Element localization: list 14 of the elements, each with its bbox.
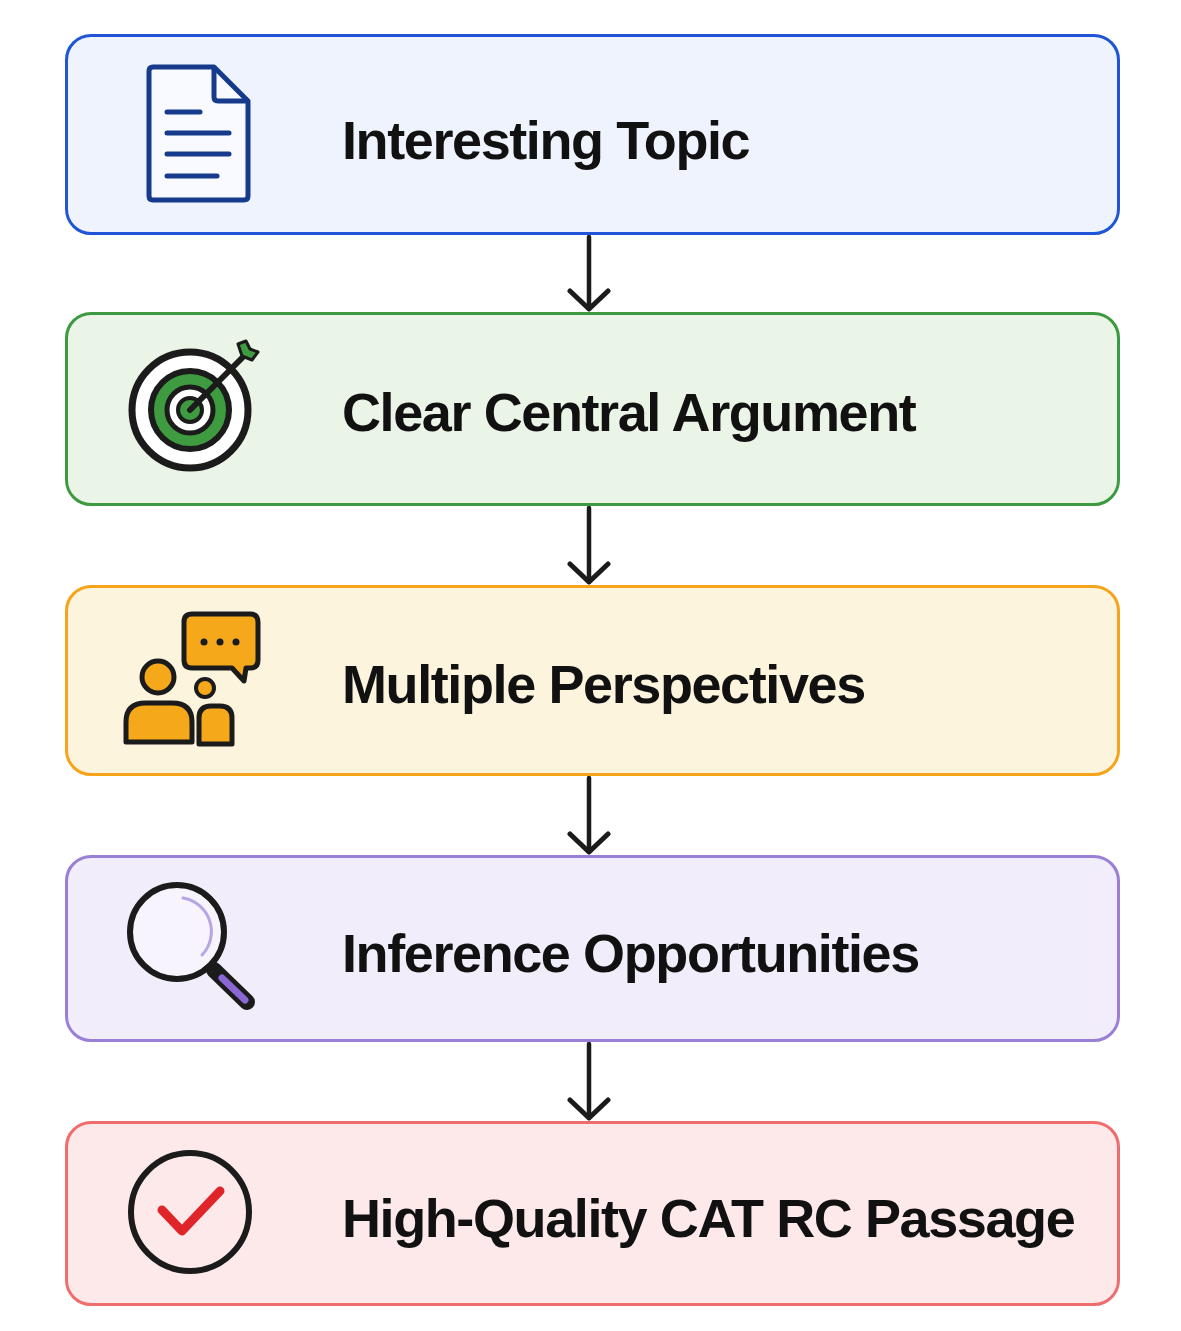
- process-box: [65, 312, 1120, 506]
- step-label: Clear Central Argument: [342, 380, 916, 444]
- process-box: [65, 1121, 1120, 1306]
- process-box: [65, 585, 1120, 776]
- arrow: [567, 505, 611, 585]
- step-label: Inference Opportunities: [342, 921, 919, 985]
- arrow: [567, 1041, 611, 1121]
- arrow: [567, 775, 611, 855]
- arrow: [567, 234, 611, 312]
- step-label: Interesting Topic: [342, 108, 750, 172]
- process-box: [65, 34, 1120, 235]
- step-label: Multiple Perspectives: [342, 652, 865, 716]
- process-box: [65, 855, 1120, 1042]
- step-label: High-Quality CAT RC Passage: [342, 1186, 1075, 1250]
